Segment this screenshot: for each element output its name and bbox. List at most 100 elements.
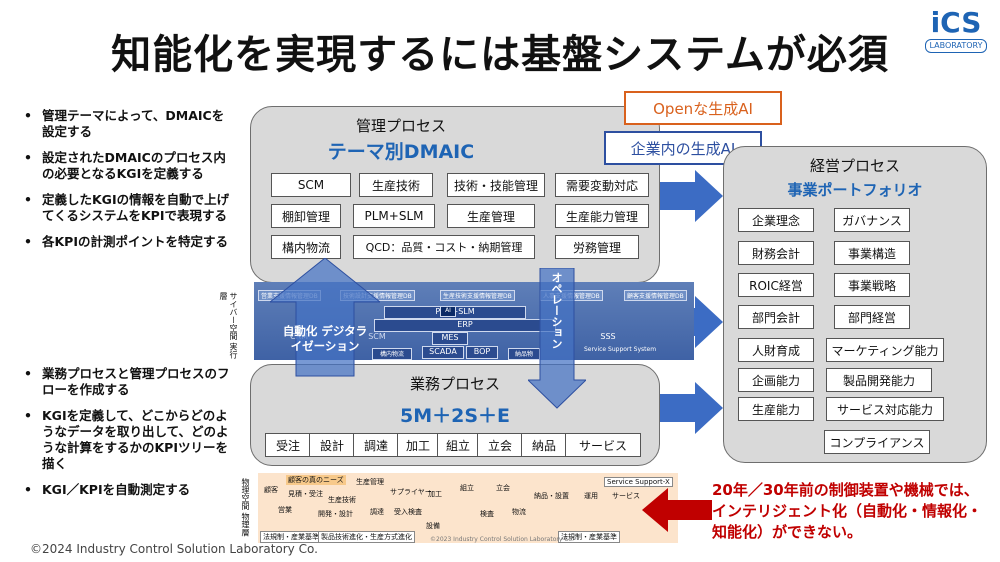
business-box-delivery: 納品 xyxy=(521,433,567,457)
down-arrow-shape xyxy=(528,268,586,409)
mgmt-box-logistics: 構内物流 xyxy=(271,235,341,259)
mgmt-box-scm: SCM xyxy=(271,173,351,197)
phys-label: サプライヤー xyxy=(390,488,432,496)
label-service-support-system: Service Support System xyxy=(583,346,657,353)
business-process-panel: 業務プロセス 5M＋2S＋E 受注 設計 調達 加工 組立 立会 納品 サービス xyxy=(250,364,660,466)
phys-label: 見積・受注 xyxy=(288,490,323,498)
business-box-witness: 立会 xyxy=(477,433,523,457)
ai-tag: AI xyxy=(440,306,456,317)
phys-label: 顧客の真のニーズ xyxy=(286,475,346,485)
label-delivery: 納品物 xyxy=(508,348,540,360)
corp-box-marketing: マーケティング能力 xyxy=(826,338,944,362)
corp-box-compliance: コンプライアンス xyxy=(824,430,930,454)
bullet-item: KGIを定義して、どこからどのようなデータを取り出して、どのような計算をするかの… xyxy=(20,408,235,472)
logo-sub: LABORATORY xyxy=(925,39,987,53)
business-box-design: 設計 xyxy=(309,433,355,457)
phys-label: 運用 xyxy=(584,492,598,500)
bullet-item: 管理テーマによって、DMAICを設定する xyxy=(20,108,235,140)
logo-main: iCS xyxy=(930,6,982,39)
corp-box-structure: 事業構造 xyxy=(834,241,910,265)
system-sss: SSS xyxy=(600,332,616,341)
mgmt-box-inventory: 棚卸管理 xyxy=(271,204,341,228)
mgmt-box-production-engineering: 生産技術 xyxy=(359,173,433,197)
arrow-up-icon xyxy=(270,258,380,377)
arrow-down-icon xyxy=(528,268,586,409)
corp-box-governance: ガバナンス xyxy=(834,208,910,232)
business-box-order: 受注 xyxy=(265,433,311,457)
mgmt-box-qcd: QCD：品質・コスト・納期管理 xyxy=(353,235,535,259)
red-note: 20年／30年前の制御装置や機械では、インテリジェント化（自動化・情報化・知能化… xyxy=(712,481,983,541)
phys-label: 受入検査 xyxy=(394,508,422,516)
bullet-item: 定義したKGIの情報を自動で上げてくるシステムをKPIで表現する xyxy=(20,192,235,224)
bullet-item: 業務プロセスと管理プロセスのフローを作成する xyxy=(20,366,235,398)
business-box-assembly: 組立 xyxy=(437,433,479,457)
phys-label: サービス xyxy=(612,492,640,500)
corporate-subtitle: 事業ポートフォリオ xyxy=(787,181,923,199)
mgmt-box-labor: 労務管理 xyxy=(555,235,639,259)
phys-label: 組立 xyxy=(460,484,474,492)
up-arrow-shape xyxy=(270,258,380,377)
management-process-panel: 管理プロセス テーマ別DMAIC SCM 生産技術 技術・技能管理 需要変動対応… xyxy=(250,106,660,283)
corp-box-product-development: 製品開発能力 xyxy=(826,368,932,392)
arrow-right-icon xyxy=(655,170,723,222)
bullet-item: 各KPIの計測ポイントを特定する xyxy=(20,234,235,250)
phys-label: Service Support-X xyxy=(604,477,673,487)
corporate-title: 経営プロセス xyxy=(809,157,900,175)
open-gen-ai-label: Openな生成AI xyxy=(624,91,782,125)
corp-box-planning: 企画能力 xyxy=(738,368,814,392)
phys-label: 生産管理 xyxy=(356,478,384,486)
mgmt-box-skill-management: 技術・技能管理 xyxy=(447,173,545,197)
phys-label: 生産技術 xyxy=(328,496,356,504)
management-title: 管理プロセス xyxy=(355,117,446,135)
phys-label: 検査 xyxy=(480,510,494,518)
corp-box-talent: 人財育成 xyxy=(738,338,814,362)
phys-label: 物流 xyxy=(512,508,526,516)
bullets-bottom: 業務プロセスと管理プロセスのフローを作成する KGIを定義して、どこからどのよう… xyxy=(20,366,235,508)
up-arrow-label: 自動化 デジタライゼーション xyxy=(282,324,368,353)
ics-logo: iCS LABORATORY xyxy=(925,8,987,53)
down-arrow-label: オペレーション xyxy=(550,272,563,349)
business-box-procurement: 調達 xyxy=(353,433,399,457)
red-arrow-shape xyxy=(642,488,712,532)
phys-label: 加工 xyxy=(428,490,442,498)
corp-box-roic: ROIC経営 xyxy=(738,273,814,297)
business-title: 業務プロセス xyxy=(409,375,500,393)
corp-box-production-capacity: 生産能力 xyxy=(738,397,814,421)
copyright-small: ©2023 Industry Control Solution Laborato… xyxy=(430,536,574,543)
corp-box-service-capacity: サービス対応能力 xyxy=(826,397,944,421)
copyright: ©2024 Industry Control Solution Laborato… xyxy=(30,542,318,556)
physical-side-label: 物理空間 物理層 xyxy=(241,478,250,537)
db-customer: 顧客支援情報管理DB xyxy=(624,290,687,301)
corp-box-philosophy: 企業理念 xyxy=(738,208,814,232)
phys-label: 立会 xyxy=(496,484,510,492)
system-bop: BOP xyxy=(466,346,498,359)
physical-layer: 顧客の真のニーズ 顧客 見積・受注 営業 生産技術 開発・設計 生産管理 サプラ… xyxy=(258,473,678,543)
corp-box-dept-accounting: 部門会計 xyxy=(738,305,814,329)
bullet-item: 設定されたDMAICのプロセス内の必要となるKGIを定義する xyxy=(20,150,235,182)
business-box-machining: 加工 xyxy=(397,433,439,457)
phys-label: 顧客 xyxy=(264,486,278,494)
phys-label: 設備 xyxy=(426,522,440,530)
system-scm: SCM xyxy=(368,332,386,341)
bullets-top: 管理テーマによって、DMAICを設定する 設定されたDMAICのプロセス内の必要… xyxy=(20,108,235,260)
label-logistics: 構内物流 xyxy=(372,348,412,360)
mgmt-box-plm-slm: PLM+SLM xyxy=(353,204,435,228)
arrow-left-icon xyxy=(642,488,712,532)
corp-box-strategy: 事業戦略 xyxy=(834,273,910,297)
arrow-right-icon xyxy=(655,382,723,434)
cyber-side-label: サイバー空間 実行層 xyxy=(219,292,238,359)
corp-box-dept-management: 部門経営 xyxy=(834,305,910,329)
corp-box-accounting: 財務会計 xyxy=(738,241,814,265)
phys-label: 製品技術進化・生産方式進化 xyxy=(318,531,415,543)
corporate-process-panel: 経営プロセス 事業ポートフォリオ 企業理念 ガバナンス 財務会計 事業構造 RO… xyxy=(723,146,987,463)
phys-label: 法規制・産業基準 xyxy=(558,531,620,543)
system-erp: ERP xyxy=(374,319,556,332)
mgmt-box-capacity-management: 生産能力管理 xyxy=(555,204,649,228)
mgmt-box-production-control: 生産管理 xyxy=(447,204,535,228)
management-subtitle: テーマ別DMAIC xyxy=(327,141,475,163)
bullet-item: KGI／KPIを自動測定する xyxy=(20,482,235,498)
business-subtitle: 5M＋2S＋E xyxy=(399,405,510,427)
db-production: 生産技術支援情報管理DB xyxy=(440,290,515,301)
system-mes: MES xyxy=(432,332,468,345)
mgmt-box-demand-response: 需要変動対応 xyxy=(555,173,649,197)
